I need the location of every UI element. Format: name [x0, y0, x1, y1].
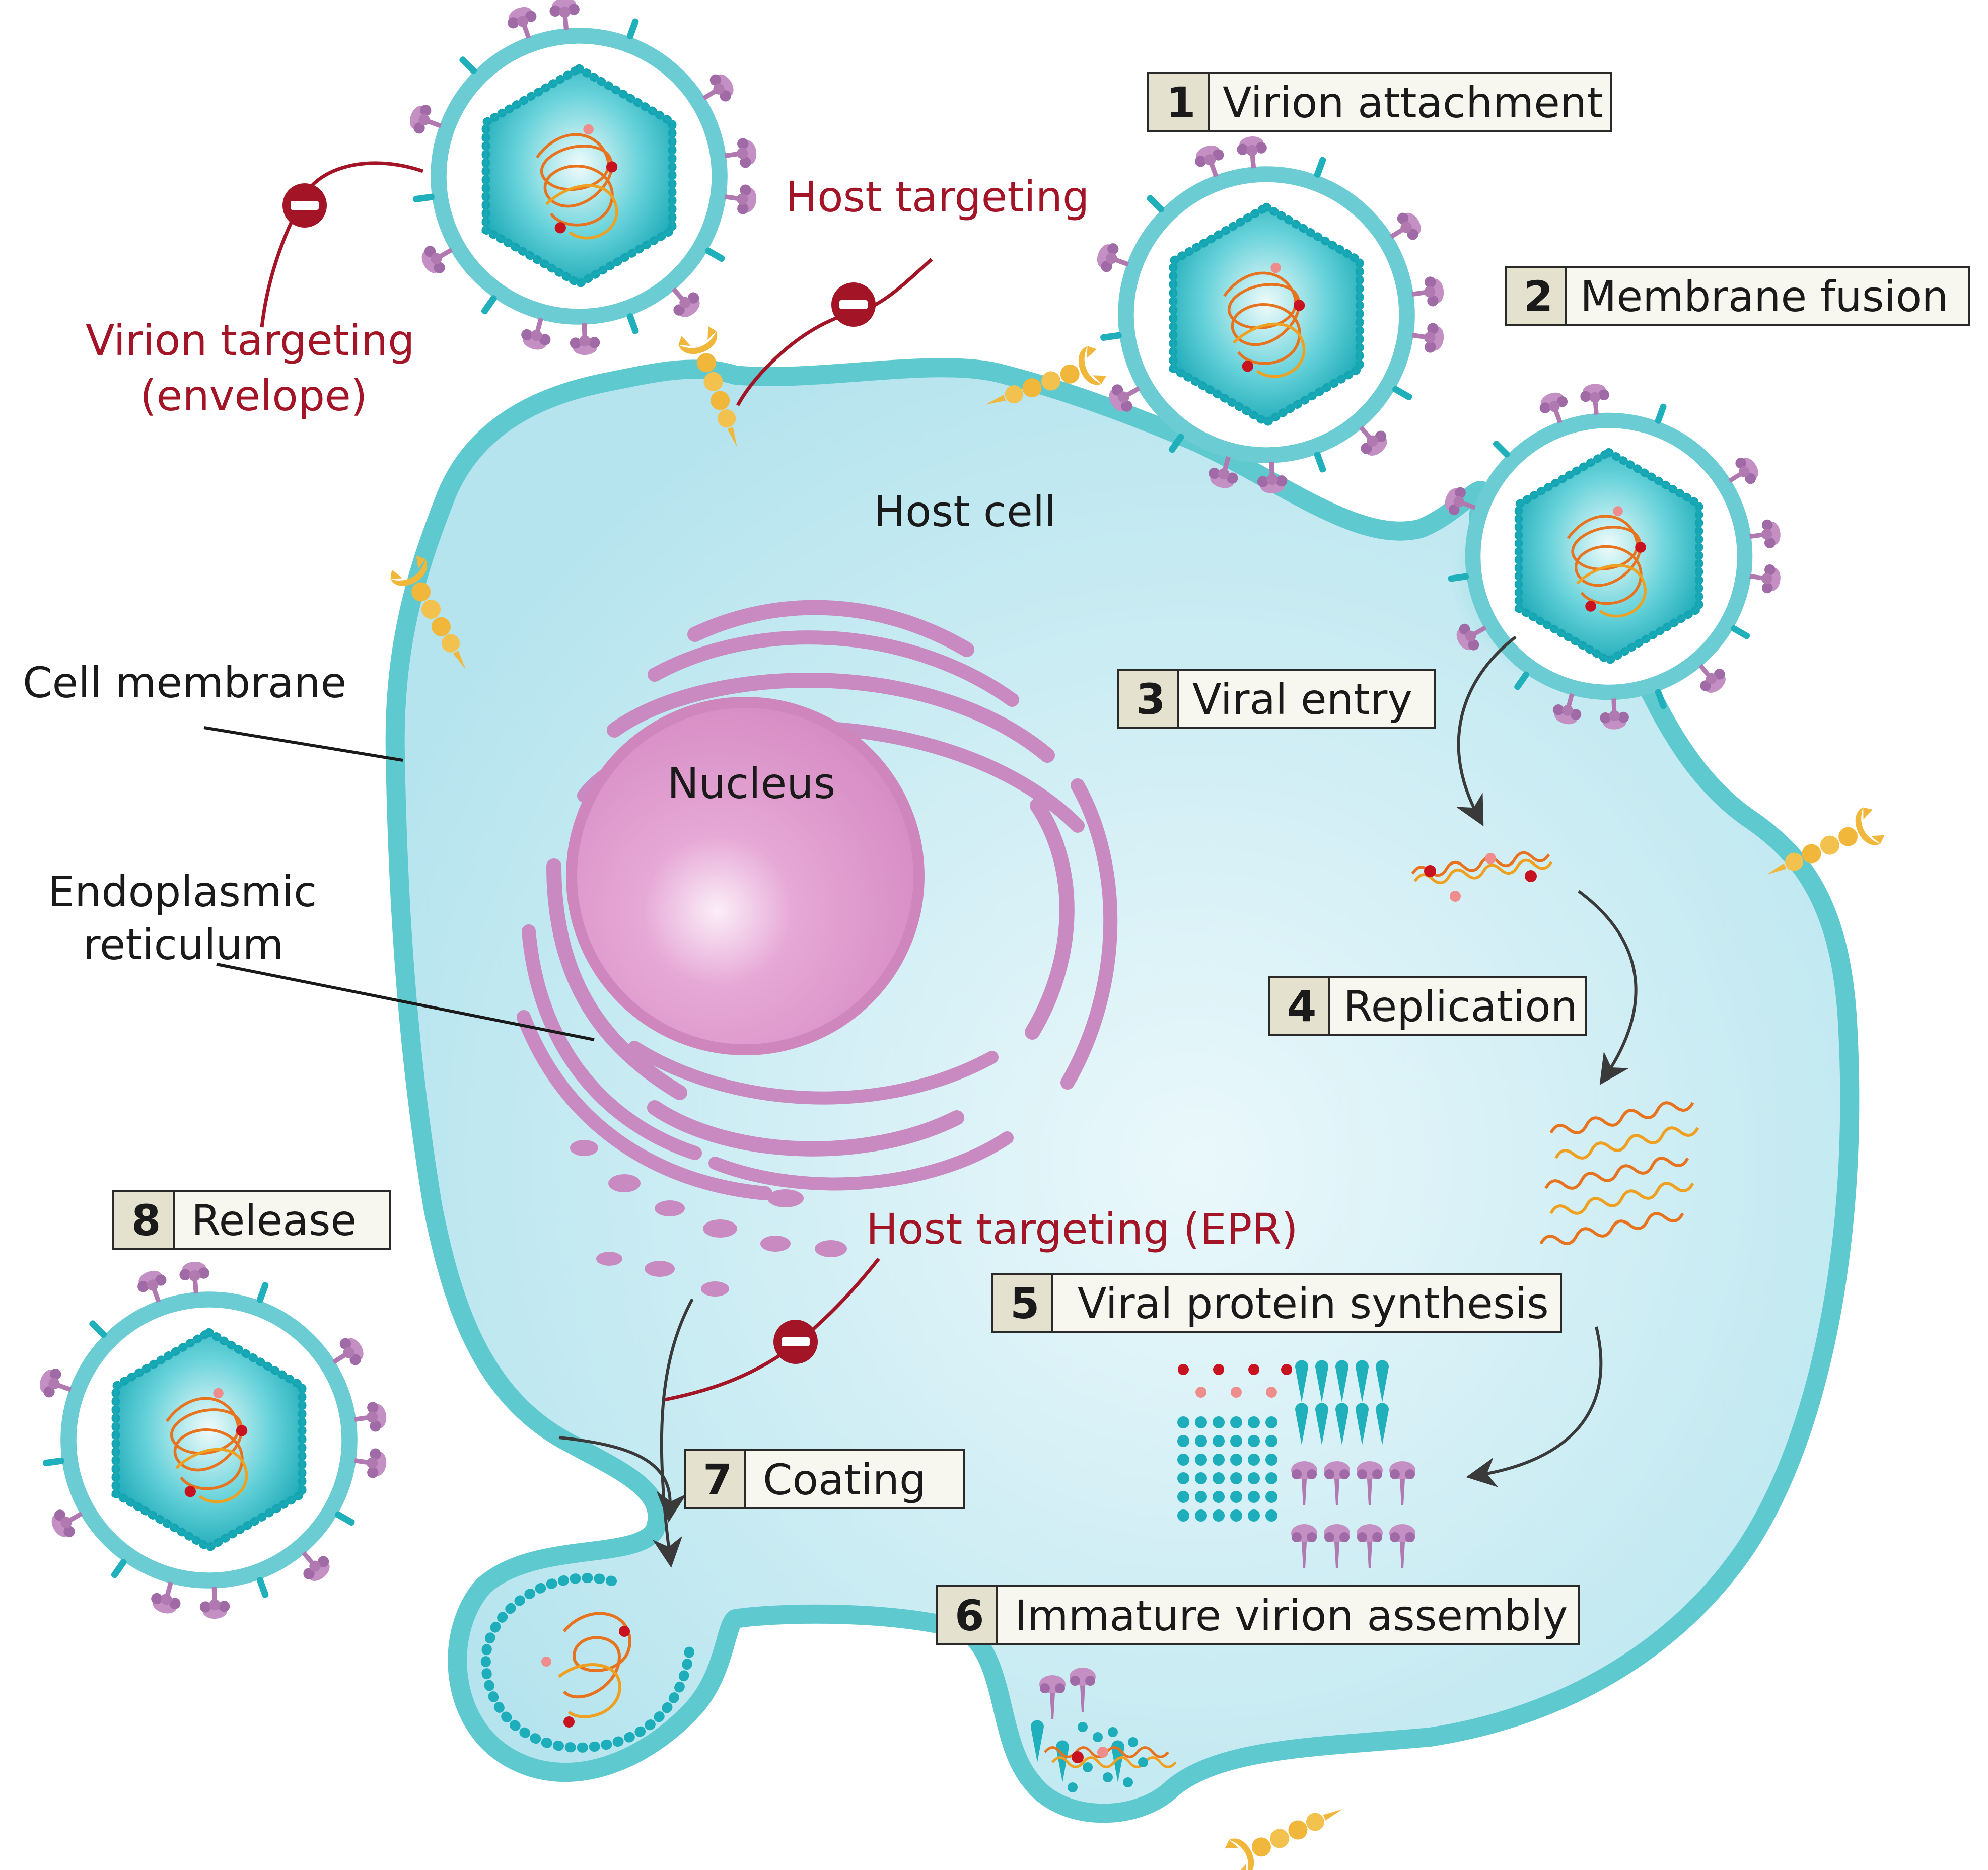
host-targeting-label: Host targeting — [786, 172, 1089, 222]
step-5-label: 5 Viral protein synthesis — [991, 1273, 1562, 1333]
nucleus-label: Nucleus — [667, 759, 835, 808]
nucleus — [566, 697, 925, 1055]
step-3-label: 3 Viral entry — [1117, 669, 1436, 729]
red-dots — [1178, 1364, 1292, 1375]
step-2-label: 2 Membrane fusion — [1505, 266, 1970, 326]
inhibitor-icon-epr — [773, 1320, 818, 1364]
er-label-line2: reticulum — [83, 920, 283, 969]
step-1-text: Virion attachment — [1223, 78, 1603, 127]
step-5-text: Viral protein synthesis — [1078, 1279, 1549, 1328]
host-cell-label: Host cell — [874, 487, 1056, 536]
step-2-text: Membrane fusion — [1580, 272, 1948, 321]
step-5-number: 5 — [1010, 1279, 1039, 1328]
step-4-label: 4 Replication — [1268, 976, 1587, 1036]
arrow-entry — [1456, 635, 1517, 827]
step-6-number: 6 — [955, 1591, 984, 1640]
coating-virion — [480, 1573, 695, 1753]
step-1-label: 1 Virion attachment — [1147, 72, 1612, 132]
step-7-text: Coating — [763, 1455, 926, 1504]
pink-dots — [1195, 1387, 1277, 1398]
step-6-text: Immature virion assembly — [1015, 1591, 1568, 1640]
virion-targeting-label-line2: (envelope) — [140, 371, 368, 420]
step-3-text: Viral entry — [1192, 675, 1412, 724]
step-7-number: 7 — [703, 1455, 732, 1504]
cell-membrane-label: Cell membrane — [23, 658, 346, 707]
endoplasmic-reticulum — [517, 600, 1118, 1200]
er-vesicles — [570, 1140, 847, 1297]
viral-proteins — [1177, 1360, 1415, 1568]
step-8-number: 8 — [131, 1196, 161, 1245]
pointer-lines — [203, 726, 595, 1041]
virion-targeting-label-line1: Virion targeting — [86, 316, 414, 365]
inhibitor-icon-envelope — [282, 183, 327, 228]
step-7-label: 7 Coating — [684, 1449, 965, 1509]
immature-virion-assembly — [1031, 1668, 1176, 1792]
viral-rna-entered — [1412, 849, 1552, 902]
inhibitor-icon-host — [831, 282, 876, 327]
virion-targeting-line — [260, 161, 424, 328]
step-4-number: 4 — [1287, 982, 1316, 1031]
step-1-number: 1 — [1166, 78, 1195, 127]
er-pointer — [216, 963, 595, 1041]
capsid-subunits — [1177, 1416, 1277, 1522]
step-8-label: 8 Release — [112, 1190, 391, 1250]
cell-membrane-pointer — [203, 726, 403, 762]
step-2-number: 2 — [1524, 272, 1553, 321]
virion-targeted-envelope — [406, 0, 758, 355]
host-targeting-epr-label: Host targeting (EPR) — [866, 1204, 1298, 1254]
arrow-protein-synthesis — [1466, 1326, 1603, 1487]
flow-arrows — [558, 635, 1638, 1568]
arrow-to-coating — [558, 1436, 687, 1523]
receptor-5 — [1222, 1790, 1352, 1870]
step-8-text: Release — [191, 1196, 357, 1245]
virion-released — [36, 1260, 388, 1619]
step-4-text: Replication — [1343, 982, 1578, 1031]
step-3-number: 3 — [1136, 675, 1165, 724]
arrow-replication — [1578, 890, 1638, 1085]
er-label-line1: Endoplasmic — [48, 867, 317, 916]
step-6-label: 6 Immature virion assembly — [936, 1585, 1580, 1645]
